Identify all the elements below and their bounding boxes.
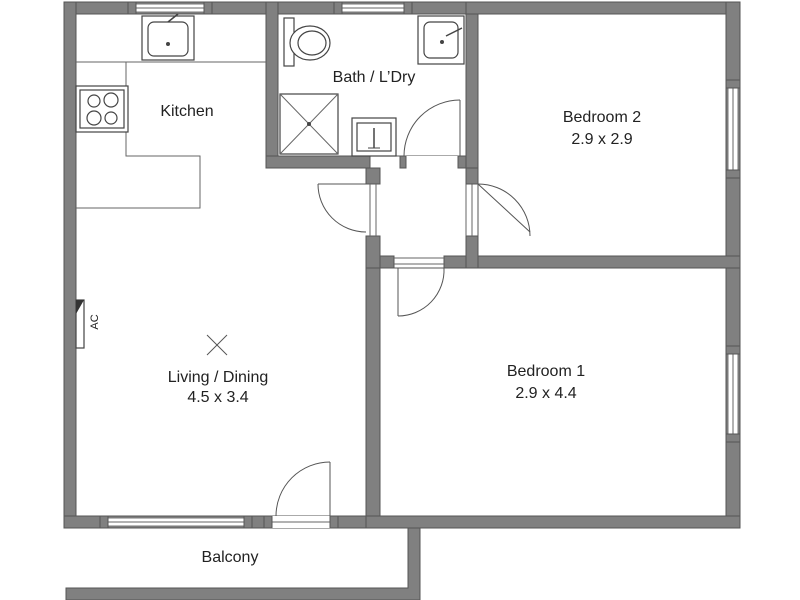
toilet-icon <box>283 17 331 67</box>
kitchen-bench <box>76 61 266 209</box>
cooktop-icon <box>75 85 129 133</box>
doors <box>275 99 531 517</box>
windows <box>99 1 741 529</box>
bedroom2-label: Bedroom 2 <box>563 109 641 126</box>
ac-label: AC <box>89 314 101 329</box>
bedroom2-size: 2.9 x 2.9 <box>571 131 632 148</box>
kitchen-label: Kitchen <box>160 103 213 120</box>
shower-icon <box>279 93 339 155</box>
living-label: Living / Dining <box>168 369 269 386</box>
ac-unit: AC <box>75 299 101 349</box>
laundry-tub-icon <box>351 117 397 157</box>
bedroom1-label: Bedroom 1 <box>507 363 585 380</box>
balcony-label: Balcony <box>202 549 259 566</box>
bedroom1-size: 2.9 x 4.4 <box>515 385 576 402</box>
living-size: 4.5 x 3.4 <box>187 389 248 406</box>
bath-label: Bath / L’Dry <box>333 69 416 86</box>
sink-icon <box>141 13 195 61</box>
basin-icon <box>417 15 465 65</box>
ceiling-light-icon <box>206 334 228 356</box>
outer-walls <box>63 1 741 600</box>
